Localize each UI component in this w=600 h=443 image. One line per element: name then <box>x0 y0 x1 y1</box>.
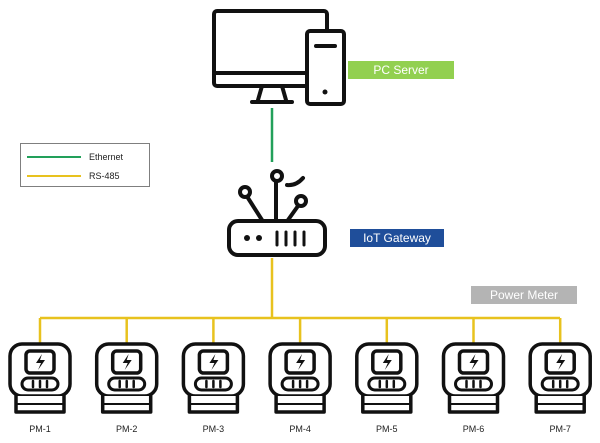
power-meter-7: PM-7 <box>528 318 592 434</box>
pc-server-label: PC Server <box>348 61 454 79</box>
legend: Ethernet RS-485 <box>20 143 150 187</box>
power-meter-icon <box>441 342 506 414</box>
power-meter-6: PM-6 <box>441 318 506 434</box>
power-meter-icon <box>355 342 419 414</box>
meter-label: PM-3 <box>203 424 225 434</box>
power-meter-3: PM-3 <box>181 318 246 434</box>
router-icon <box>227 169 327 257</box>
meter-label: PM-7 <box>549 424 571 434</box>
power-meter-1: PM-1 <box>8 318 72 434</box>
legend-swatch-ethernet <box>27 156 81 158</box>
meter-label: PM-2 <box>116 424 138 434</box>
meter-label: PM-5 <box>376 424 398 434</box>
power-meter-icon <box>94 342 159 414</box>
desktop-computer-icon <box>212 9 346 106</box>
meter-label: PM-4 <box>289 424 311 434</box>
legend-item-ethernet: Ethernet <box>27 150 145 164</box>
power-meter-icon <box>268 342 332 414</box>
legend-label-ethernet: Ethernet <box>89 152 124 162</box>
power-meter-4: PM-4 <box>268 318 332 434</box>
power-meter-2: PM-2 <box>94 318 159 434</box>
meter-label: PM-6 <box>463 424 485 434</box>
legend-label-rs485: RS-485 <box>89 171 120 181</box>
iot-gateway-label: IoT Gateway <box>350 229 444 247</box>
meter-label: PM-1 <box>29 424 51 434</box>
power-meter-row: PM-1 PM-2 PM-3 PM-4 PM-5 PM-6 PM-7 <box>8 318 592 434</box>
power-meter-icon <box>8 342 72 414</box>
power-meter-icon <box>181 342 246 414</box>
power-meter-icon <box>528 342 592 414</box>
legend-swatch-rs485 <box>27 175 81 177</box>
power-meter-label: Power Meter <box>471 286 577 304</box>
power-meter-5: PM-5 <box>355 318 419 434</box>
legend-item-rs485: RS-485 <box>27 169 145 183</box>
